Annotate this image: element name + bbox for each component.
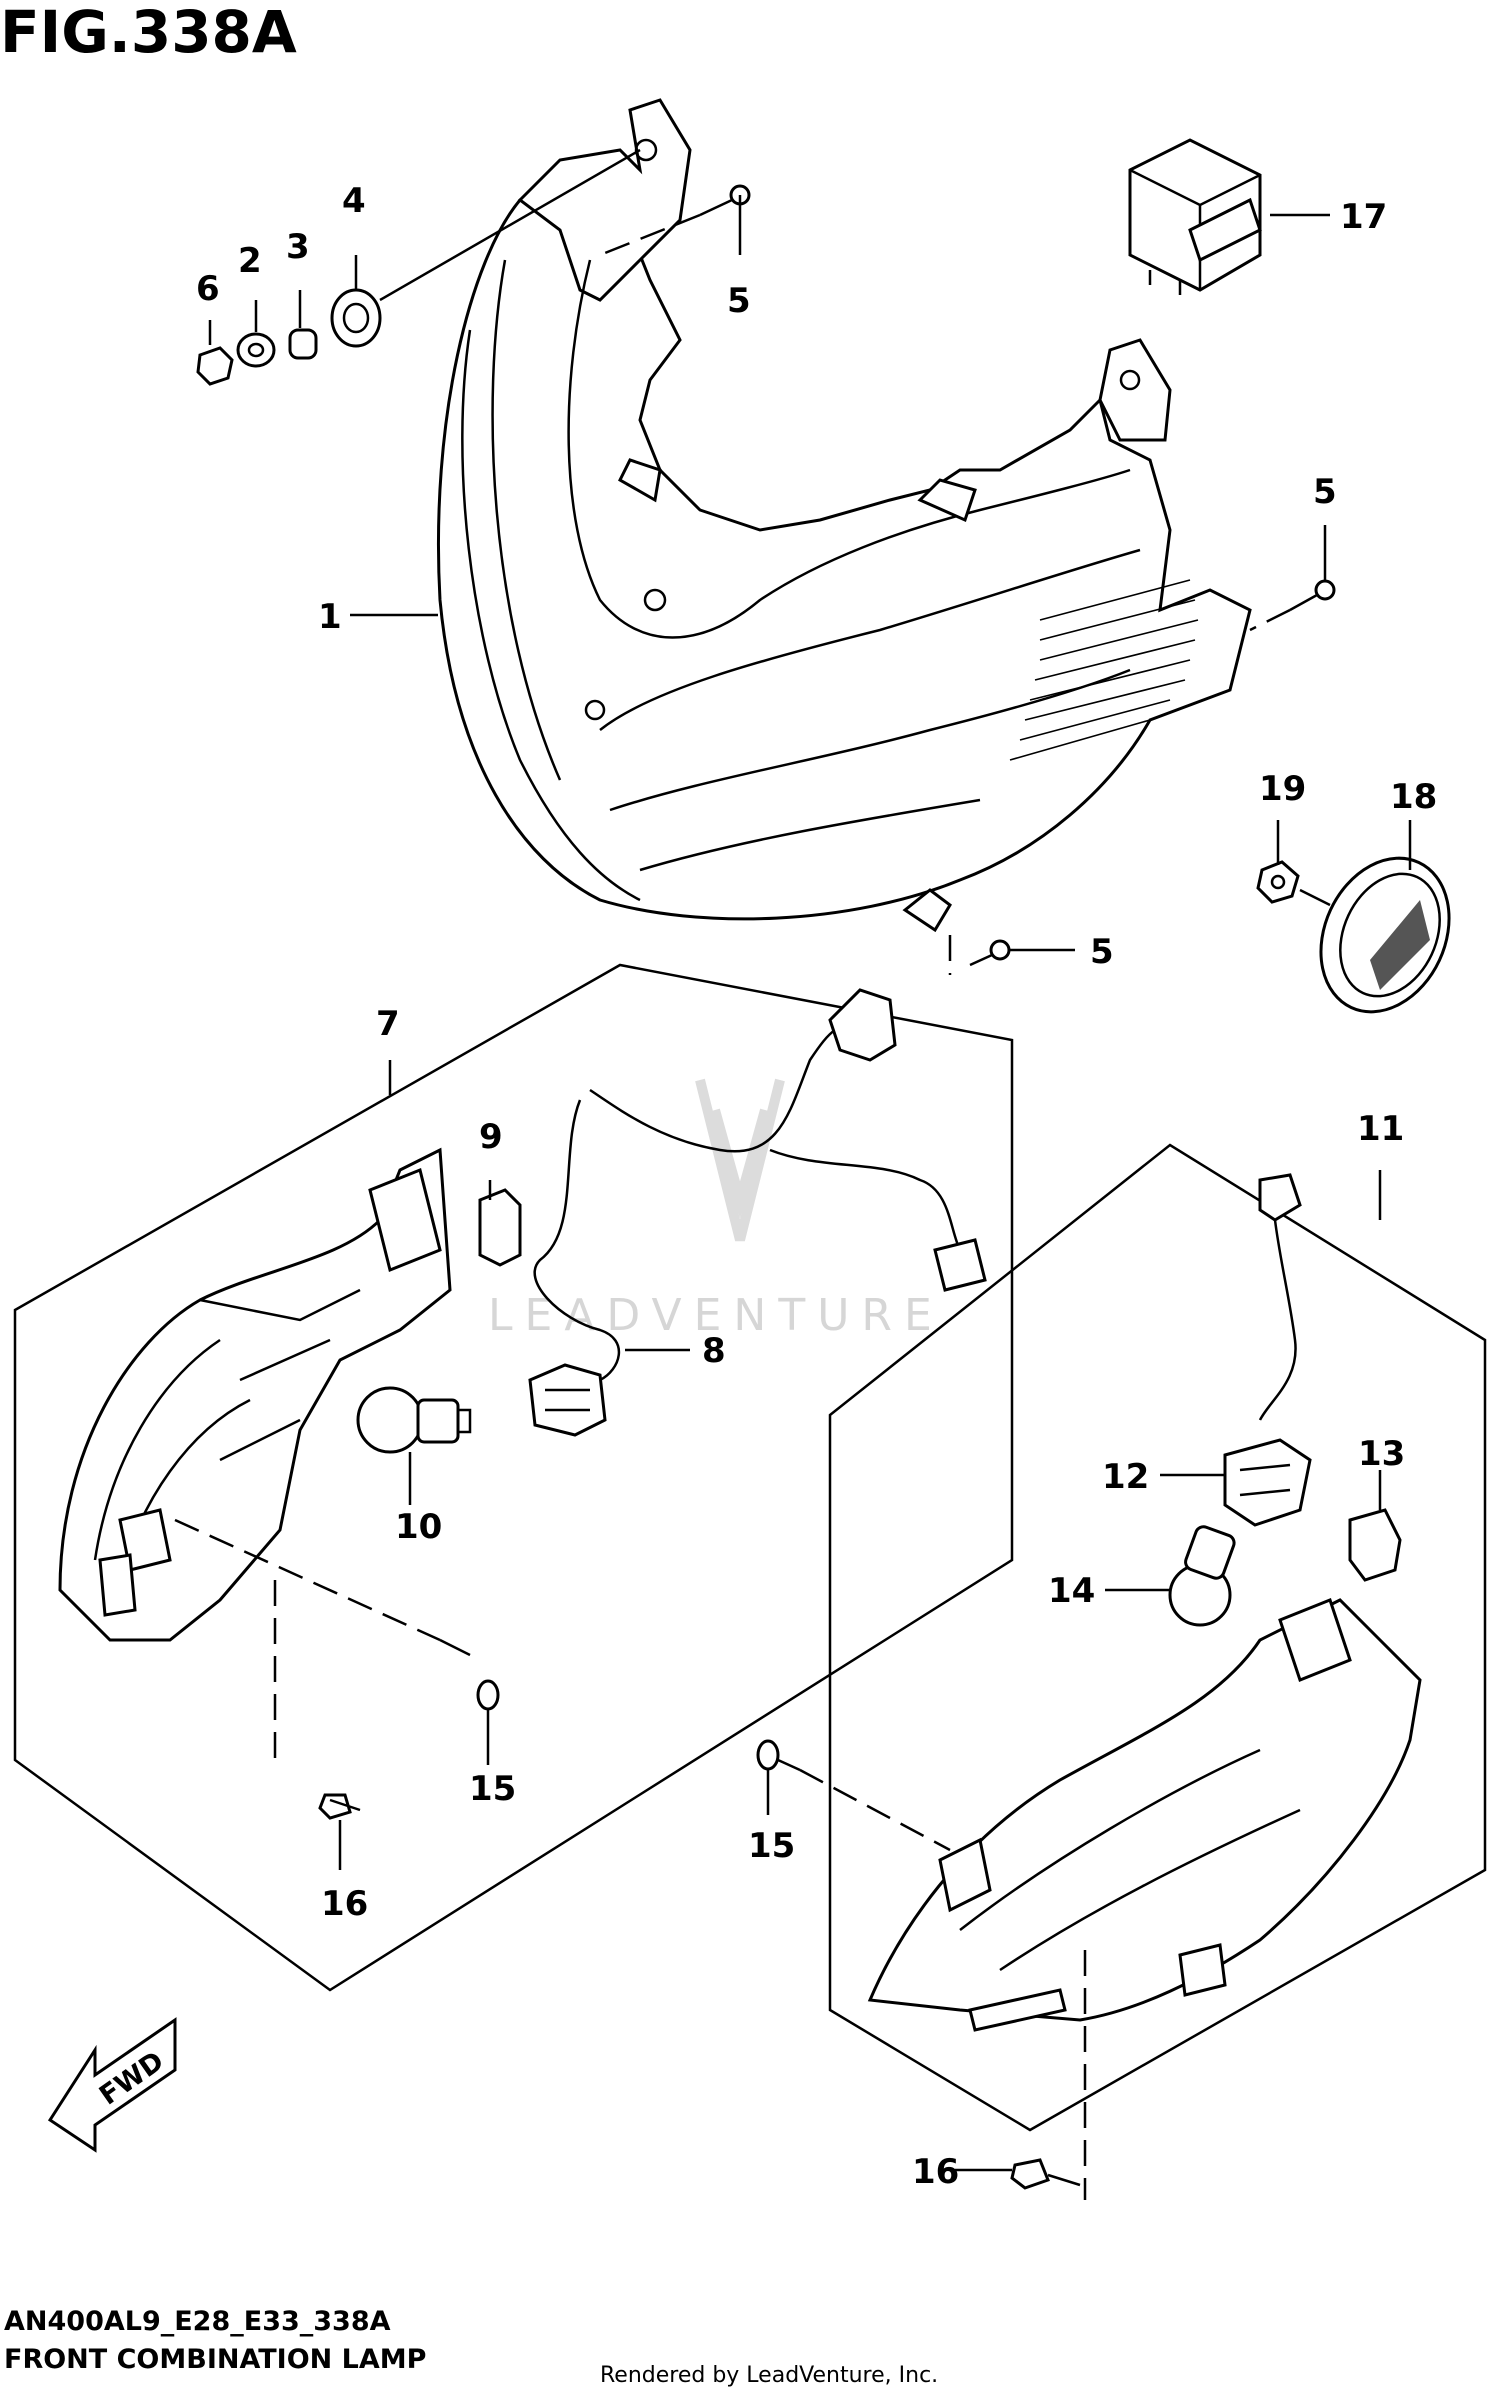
clip-16-right [1010,1950,1087,2200]
callout-5-top: 5 [727,281,751,321]
callout-7: 7 [376,1004,400,1044]
callout-1: 1 [318,597,342,637]
callout-9: 9 [479,1117,503,1157]
model-code: AN400AL9_E28_E33_338A [4,2306,391,2337]
leader-lines [208,195,1412,2172]
fwd-arrow: FWD [47,2017,177,2153]
nut-6 [196,346,234,386]
callout-2: 2 [238,241,262,281]
watermark: LEADVENTURE [488,1078,944,1341]
callout-14: 14 [1048,1571,1095,1611]
turn-signal-right-housing [867,1598,1422,2032]
screw-15-right [756,1739,951,1852]
figure-title: FIG.338A [0,0,297,66]
grommet-4 [330,288,382,348]
callout-18: 18 [1390,777,1437,817]
nut-19 [1256,860,1300,904]
bulb-10 [356,1386,472,1454]
socket-12 [1223,1438,1312,1527]
callout-3: 3 [286,227,310,267]
clip-16-left [273,1580,361,1820]
screw-5-bottom [948,935,1011,975]
harness-8 [528,988,987,1437]
nut-19-leader [1299,888,1331,907]
bulb-14 [1168,1525,1236,1627]
box-right-turn-signal [828,1143,1487,2132]
callout-15-right: 15 [748,1826,795,1866]
callout-4: 4 [342,181,366,221]
callout-5-bottom: 5 [1090,932,1114,972]
grommet-leader [379,148,641,302]
socket-cover-9 [478,1188,522,1267]
callout-17: 17 [1340,197,1387,237]
render-credit: Rendered by LeadVenture, Inc. [600,2363,938,2388]
callout-16-left: 16 [321,1884,368,1924]
callout-6: 6 [196,269,220,309]
callout-12: 12 [1102,1457,1149,1497]
box-left-turn-signal [13,963,1014,1992]
callout-8: 8 [702,1331,726,1371]
collar-3 [288,328,318,360]
callout-15-left: 15 [469,1769,516,1809]
turn-signal-left-housing [58,1147,452,1642]
callout-19: 19 [1259,769,1306,809]
callout-5-right: 5 [1313,472,1337,512]
screw-15-left [174,1518,500,1711]
relay-17 [1128,138,1262,295]
screw-5-right [1249,579,1336,632]
callout-10: 10 [395,1507,442,1547]
watermark-text: LEADVENTURE [488,1290,944,1341]
harness-11 [1258,1173,1302,1421]
washer-2 [236,332,276,368]
callout-16-right: 16 [912,2152,959,2192]
reflector-18 [1319,856,1451,1014]
headlamp-assembly [436,98,1252,933]
socket-cover-13 [1348,1508,1402,1582]
figure-caption: FRONT COMBINATION LAMP [4,2344,426,2375]
callout-13: 13 [1358,1434,1405,1474]
callout-11: 11 [1357,1109,1404,1149]
